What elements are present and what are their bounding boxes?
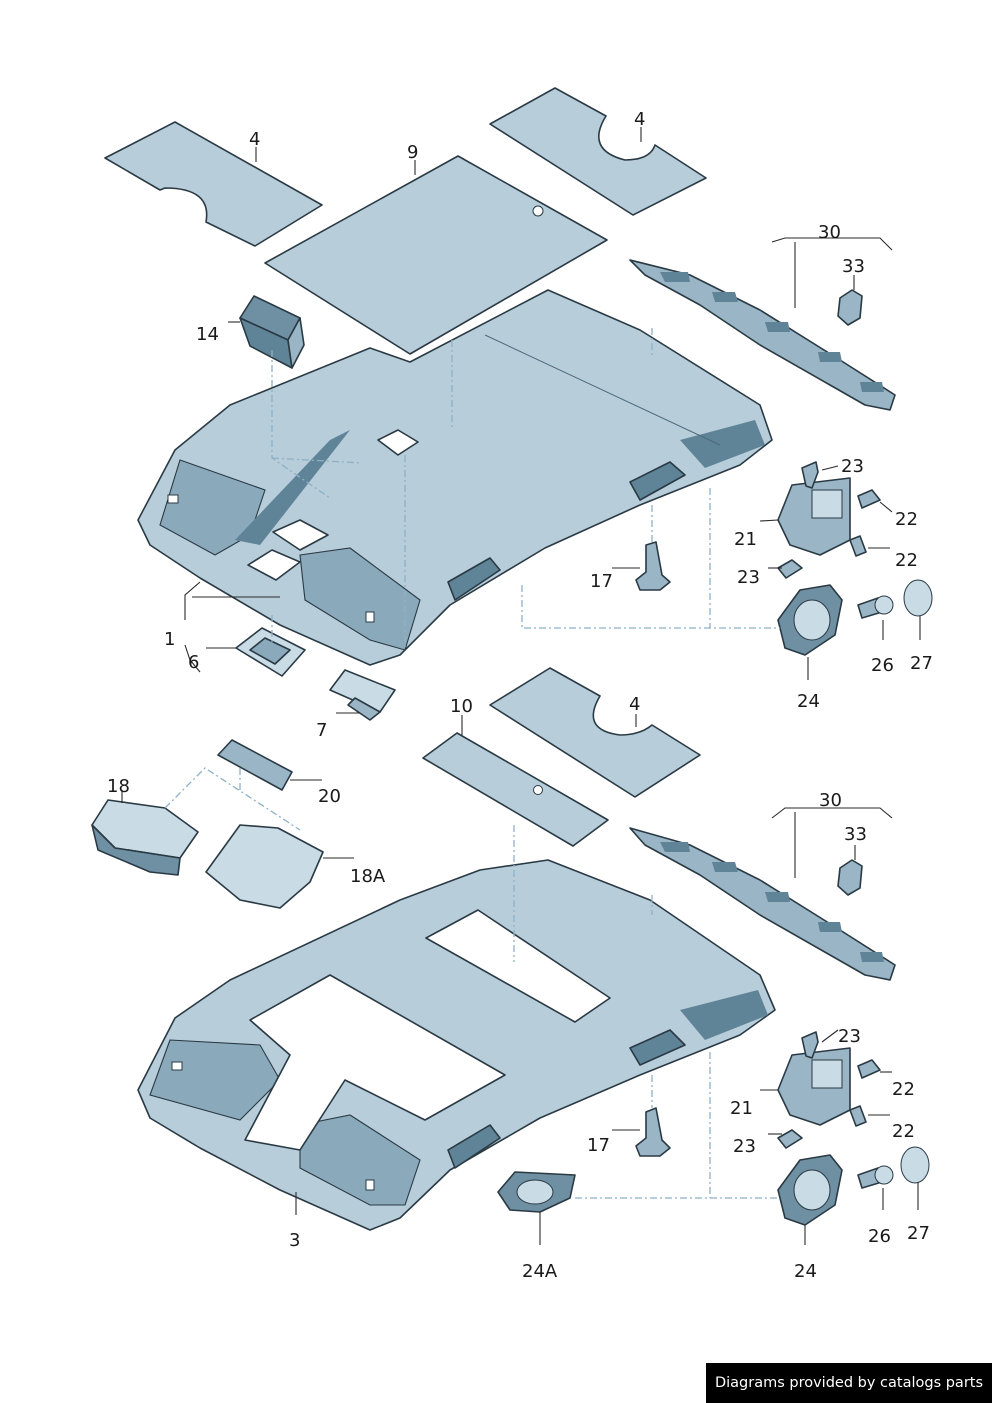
callout-27-upper: 27	[910, 653, 933, 674]
visor-mount-24-upper	[777, 584, 843, 656]
callout-1: 1	[164, 629, 175, 650]
leader-lines	[121, 127, 921, 1245]
insulation-mat-right	[489, 87, 707, 216]
callout-3: 3	[289, 1230, 300, 1251]
part-20	[217, 739, 293, 791]
assembly-lines	[164, 328, 780, 1199]
headliner-3	[137, 859, 776, 1231]
cap-27-lower	[900, 1146, 930, 1184]
callout-22-lower-a: 22	[892, 1079, 915, 1100]
callout-22-upper-b: 22	[895, 550, 918, 571]
screw-23-lower-b	[777, 1129, 803, 1149]
callout-22-upper-a: 22	[895, 509, 918, 530]
headliner-1	[137, 289, 773, 666]
callout-30-upper: 30	[818, 222, 841, 243]
callout-21-lower: 21	[730, 1098, 753, 1119]
callout-23-upper-a: 23	[841, 456, 864, 477]
callout-4-upper-right: 4	[634, 109, 645, 130]
callout-27-lower: 27	[907, 1223, 930, 1244]
screw-22-upper-b	[849, 535, 867, 557]
callout-4-upper-left: 4	[249, 129, 260, 150]
callout-24-upper: 24	[797, 691, 820, 712]
grab-rail-30-lower	[629, 827, 896, 981]
clip-17-lower	[635, 1107, 671, 1157]
callout-24A: 24A	[522, 1261, 558, 1282]
callout-4-lower: 4	[629, 694, 640, 715]
callout-6: 6	[188, 652, 199, 673]
callout-17-upper: 17	[590, 571, 613, 592]
bracket-21-lower	[777, 1047, 851, 1126]
screw-26-upper	[857, 595, 894, 619]
callout-23-lower-b: 23	[733, 1136, 756, 1157]
screw-22-upper-a	[857, 489, 881, 509]
callout-10: 10	[450, 696, 473, 717]
grab-rail-30-upper	[629, 259, 896, 411]
clip-33-upper	[837, 289, 863, 326]
callout-26-lower: 26	[868, 1226, 891, 1247]
visor-mount-24A	[497, 1171, 576, 1213]
insulation-mat-lower	[489, 667, 701, 798]
callout-17-lower: 17	[587, 1135, 610, 1156]
footer-credit: Diagrams provided by catalogs parts	[706, 1363, 992, 1403]
clip-33-lower	[837, 859, 863, 896]
clip-17-upper	[635, 541, 671, 591]
callout-24-lower: 24	[794, 1261, 817, 1282]
callout-33-upper: 33	[842, 256, 865, 277]
damper-block-14	[239, 295, 305, 369]
screw-23-upper-a	[801, 461, 819, 489]
callout-9: 9	[407, 142, 418, 163]
screw-23-lower-a	[801, 1031, 819, 1059]
screw-23-upper-b	[777, 559, 803, 579]
bracket-21-upper	[777, 477, 851, 556]
roof-panel-9	[264, 155, 608, 355]
callout-20: 20	[318, 786, 341, 807]
callout-18: 18	[107, 776, 130, 797]
callout-33-lower: 33	[844, 824, 867, 845]
callout-30-lower: 30	[819, 790, 842, 811]
visor-mount-24-lower	[777, 1154, 843, 1226]
callout-14: 14	[196, 324, 219, 345]
callout-23-upper-b: 23	[737, 567, 760, 588]
housing-18A	[205, 824, 324, 909]
panel-10	[422, 732, 609, 847]
cap-27-upper	[903, 579, 933, 617]
insulation-mat-left	[104, 121, 323, 247]
screw-22-lower-b	[849, 1105, 867, 1127]
callout-21-upper: 21	[734, 529, 757, 550]
callout-7: 7	[316, 720, 327, 741]
callouts: 4 9 4 30 33 14 23 22 21 22 17 23 1 6 26 …	[107, 109, 933, 1282]
module-18	[91, 799, 199, 876]
callout-18A: 18A	[350, 866, 386, 887]
bracket-7	[329, 669, 396, 721]
callout-23-lower-a: 23	[838, 1026, 861, 1047]
callout-26-upper: 26	[871, 655, 894, 676]
screw-22-lower-a	[857, 1059, 881, 1079]
screw-26-lower	[857, 1165, 894, 1189]
callout-22-lower-b: 22	[892, 1121, 915, 1142]
frame-6	[235, 627, 306, 677]
